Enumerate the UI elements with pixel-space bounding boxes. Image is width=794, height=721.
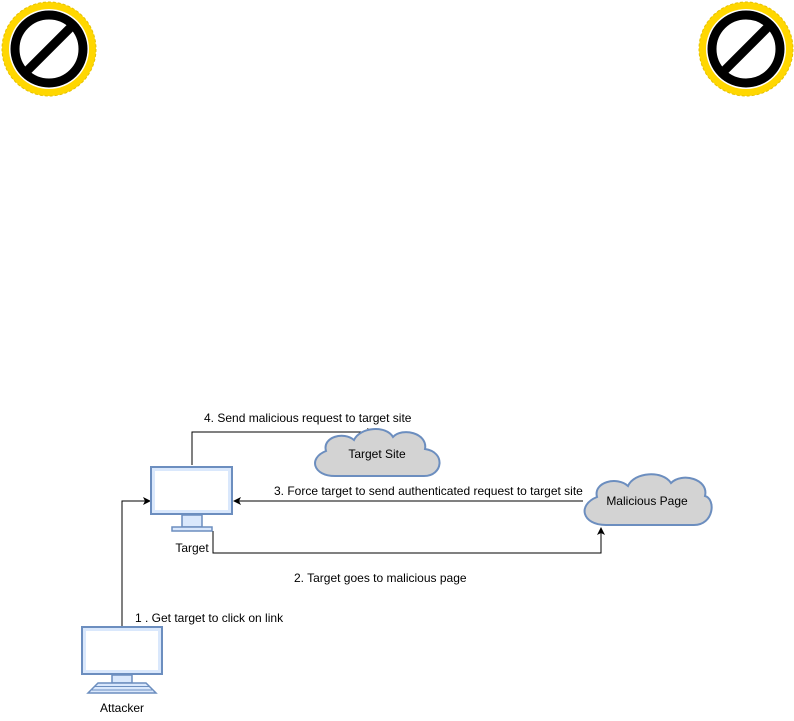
edge-step2	[212, 527, 605, 554]
edge-step4	[191, 428, 375, 465]
attacker-workstation-icon: Attacker	[81, 626, 163, 715]
malicious-page-cloud: Malicious Page	[583, 473, 713, 526]
prohibited-icon	[1, 1, 97, 97]
edge-step1-label: 1 . Get target to click on link	[135, 611, 284, 625]
target-label: Target	[175, 541, 209, 555]
target-site-label: Target Site	[348, 447, 406, 461]
prohibited-icon	[698, 1, 794, 97]
attacker-label: Attacker	[100, 701, 144, 715]
malicious-page-label: Malicious Page	[606, 494, 688, 508]
edge-step3-label: 3. Force target to send authenticated re…	[274, 484, 583, 498]
edge-step1	[121, 497, 151, 627]
edge-step2-label: 2. Target goes to malicious page	[294, 571, 467, 585]
target-monitor-icon: Target	[150, 466, 233, 555]
target-site-cloud: Target Site	[314, 428, 441, 477]
edge-step4-label: 4. Send malicious request to target site	[204, 411, 412, 425]
